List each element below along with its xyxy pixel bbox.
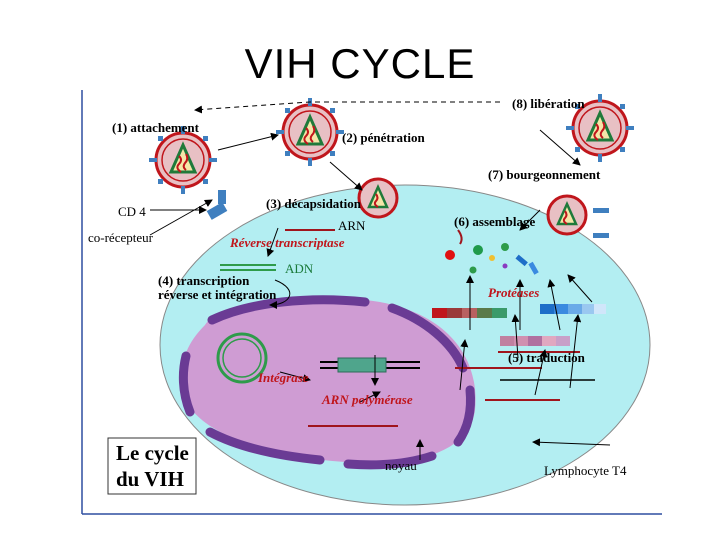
label-liberation: (8) libération xyxy=(512,96,585,111)
label-transcription-2: réverse et intégration xyxy=(158,287,277,302)
label-arn-polymerase: ARN polymérase xyxy=(321,392,413,407)
label-attachement: (1) attachement xyxy=(112,120,200,135)
virion-budding xyxy=(546,194,588,236)
caption-line-1: Le cycle xyxy=(116,441,189,465)
label-lymphocyte: Lymphocyte T4 xyxy=(544,463,627,478)
assembly-components xyxy=(445,229,539,275)
label-integrase: Intégrase xyxy=(257,370,309,385)
hiv-cycle-diagram: (1) attachement (2) pénétration (3) déca… xyxy=(81,90,662,515)
label-co-recepteur: co-récepteur xyxy=(88,230,154,245)
polyprotein-bar-right xyxy=(540,304,606,314)
caption-box xyxy=(107,437,197,495)
label-assemblage: (6) assemblage xyxy=(454,214,535,229)
cd4-receptor xyxy=(206,190,609,238)
nuclear-pores xyxy=(178,295,475,470)
polyprotein-bar-middle xyxy=(500,336,570,346)
label-cd4: CD 4 xyxy=(118,204,146,219)
label-decapsidation: (3) décapsidation xyxy=(266,196,362,211)
label-transcription-1: (4) transcription xyxy=(158,273,250,288)
label-proteases: Protéases xyxy=(488,285,539,300)
label-reverse-transcriptase: Réverse transcriptase xyxy=(229,235,345,250)
label-traduction: (5) traduction xyxy=(508,350,586,365)
circular-dna xyxy=(216,332,268,384)
label-arn: ARN xyxy=(338,218,366,233)
label-noyau: noyau xyxy=(385,458,417,473)
caption-line-2: du VIH xyxy=(116,467,184,491)
virion-penetration xyxy=(274,96,346,168)
virion-decapsidation xyxy=(357,177,399,219)
label-bourgeonnement: (7) bourgeonnement xyxy=(488,167,601,182)
slide-title: VIH CYCLE xyxy=(244,40,476,87)
virion-attachment xyxy=(147,124,219,196)
label-penetration: (2) pénétration xyxy=(342,130,425,145)
integrated-dna xyxy=(337,357,387,373)
label-adn: ADN xyxy=(285,261,314,276)
